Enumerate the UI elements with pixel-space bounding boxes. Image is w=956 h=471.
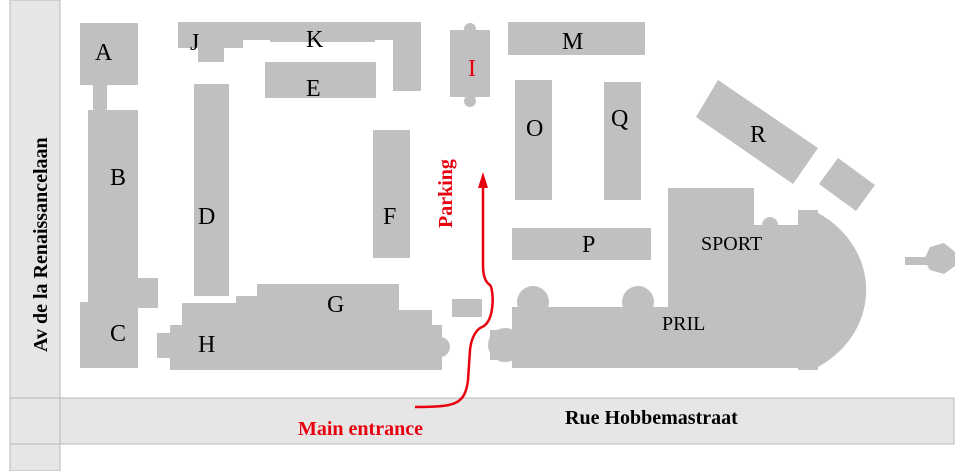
- parking-booth: [452, 299, 482, 317]
- label-building-g: G: [327, 292, 344, 318]
- building-r[interactable]: [696, 80, 818, 184]
- building-sport-pril[interactable]: [488, 188, 955, 370]
- building-q[interactable]: [604, 82, 641, 200]
- label-building-a: A: [95, 40, 113, 66]
- label-building-d: D: [198, 204, 215, 230]
- street-rue-hobbemastraat: [9, 397, 955, 445]
- building-k[interactable]: [243, 22, 421, 91]
- label-building-f: F: [383, 204, 396, 230]
- label-building-q: Q: [611, 106, 628, 132]
- label-building-m: M: [562, 29, 583, 55]
- label-sport: SPORT: [701, 233, 762, 255]
- label-building-c: C: [110, 321, 126, 347]
- building-b[interactable]: [88, 110, 158, 302]
- label-parking: Parking: [435, 159, 457, 228]
- building-o[interactable]: [515, 80, 552, 200]
- label-building-p: P: [582, 232, 595, 258]
- building-r-annex: [819, 158, 875, 211]
- building-h[interactable]: [157, 296, 257, 370]
- street-av-de-la-renaissancelaan: [9, 0, 61, 471]
- route-to-parking: [414, 172, 494, 409]
- label-building-r: R: [750, 122, 766, 148]
- building-m[interactable]: [508, 22, 645, 55]
- label-rue-hobbemastraat: Rue Hobbemastraat: [565, 407, 738, 429]
- label-main-entrance: Main entrance: [298, 418, 423, 440]
- building-p[interactable]: [512, 228, 651, 260]
- building-g[interactable]: [257, 284, 450, 370]
- building-c[interactable]: [80, 302, 158, 368]
- label-building-e: E: [306, 76, 321, 102]
- building-i[interactable]: [450, 23, 490, 107]
- label-building-k: K: [306, 27, 324, 53]
- label-building-o: O: [526, 116, 543, 142]
- building-f[interactable]: [373, 130, 410, 258]
- building-e[interactable]: [265, 62, 376, 98]
- label-pril: PRIL: [662, 313, 705, 335]
- label-building-j: J: [190, 30, 199, 56]
- label-building-b: B: [110, 165, 126, 191]
- building-a[interactable]: [80, 23, 138, 110]
- label-building-i: I: [468, 56, 476, 82]
- building-j[interactable]: [178, 22, 243, 62]
- label-av-de-la-renaissancelaan: Av de la Renaissancelaan: [30, 137, 52, 352]
- label-building-h: H: [198, 332, 215, 358]
- building-d[interactable]: [194, 84, 229, 296]
